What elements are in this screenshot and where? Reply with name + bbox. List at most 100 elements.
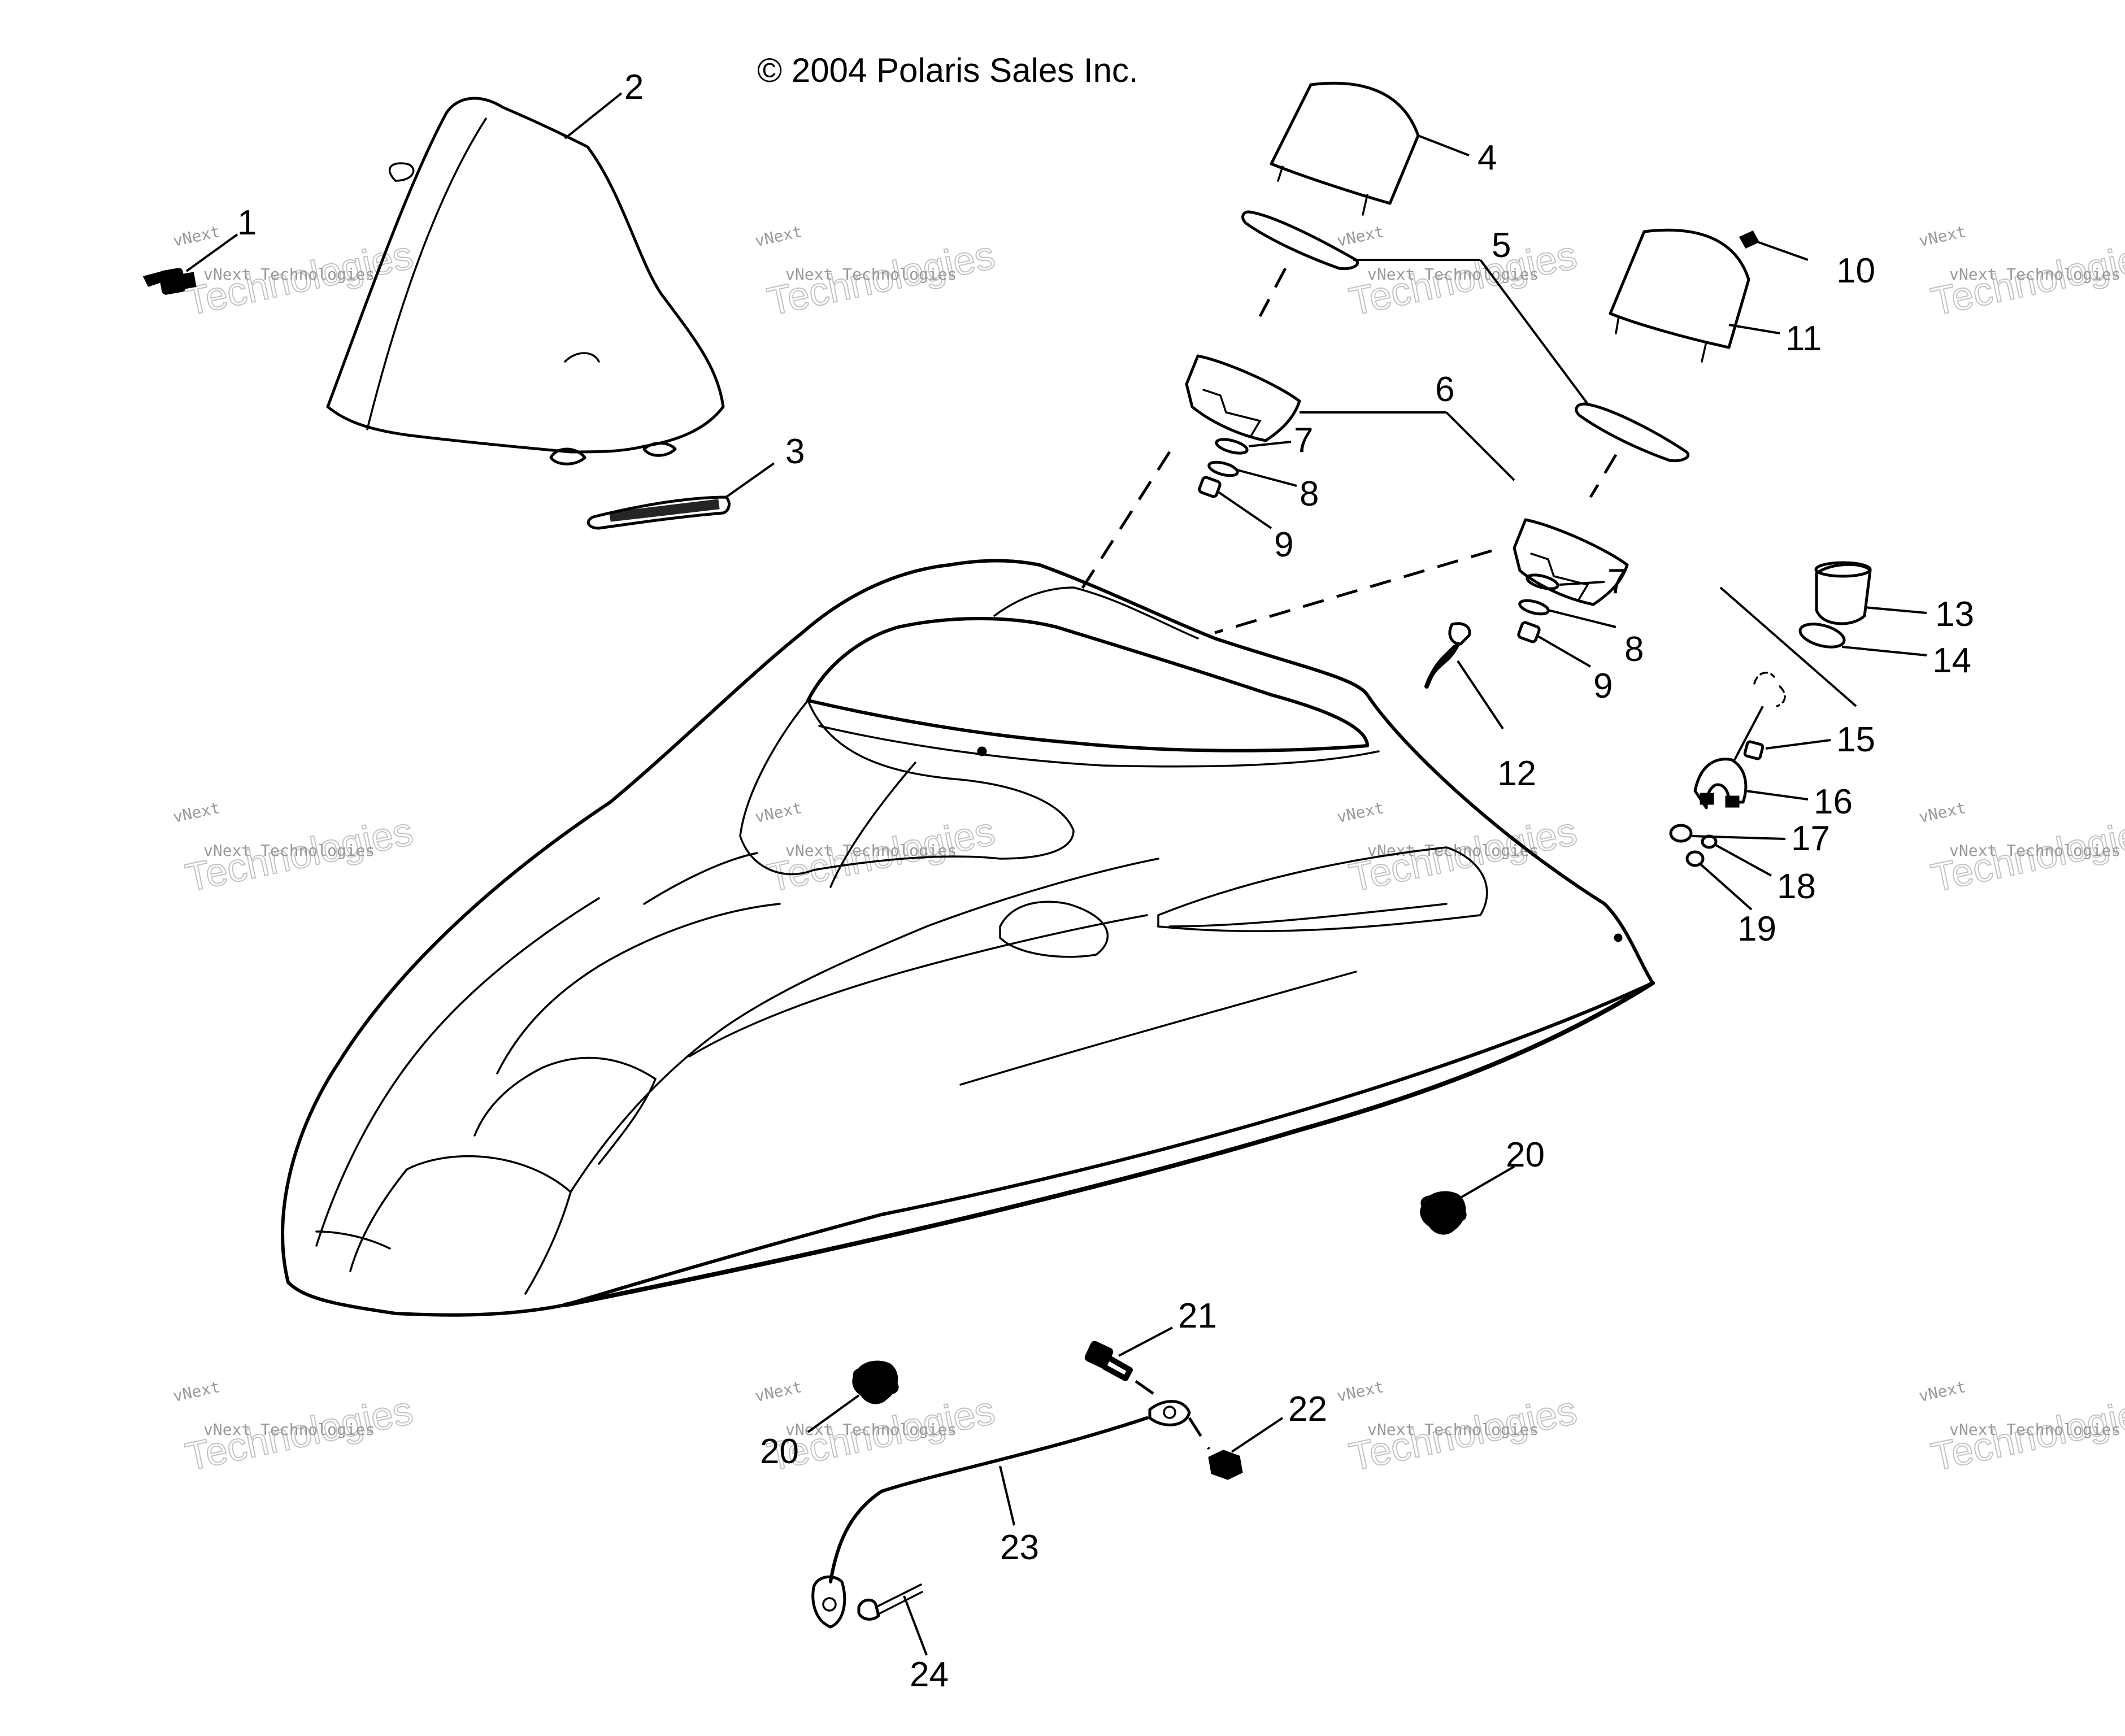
part-6-bezel-right bbox=[1513, 518, 1629, 606]
part-7-washer-right bbox=[1526, 573, 1605, 590]
part-12-cable bbox=[1424, 622, 1504, 730]
callout-20a: 20 bbox=[1506, 1135, 1545, 1174]
callout-7a: 7 bbox=[1294, 421, 1313, 460]
watermark-text: vNext bbox=[753, 798, 803, 826]
watermark-text: vNext bbox=[1335, 1377, 1385, 1406]
watermark-text: Technologies bbox=[763, 809, 998, 900]
part-9-nut-right bbox=[1214, 549, 1592, 668]
watermark-text: vNext Technologies bbox=[1949, 841, 2120, 860]
part-8-lockwasher-right bbox=[1518, 599, 1616, 628]
watermark-text: vNext bbox=[171, 222, 221, 250]
watermark-tile: vNext vNext Technologies Technologies bbox=[1335, 798, 1581, 900]
watermark-text: vNext bbox=[1917, 222, 1967, 250]
callout-6: 6 bbox=[1435, 370, 1454, 409]
part-19-nut bbox=[1685, 850, 1753, 911]
callout-16: 16 bbox=[1814, 782, 1853, 821]
callout-15: 15 bbox=[1836, 720, 1875, 759]
watermark-text: vNext bbox=[1335, 798, 1385, 826]
callout-8a: 8 bbox=[1300, 475, 1319, 514]
watermark-tile: vNext vNext Technologies Technologies bbox=[171, 222, 417, 324]
watermark-text: vNext Technologies bbox=[785, 265, 957, 284]
part-1-screw bbox=[142, 233, 238, 295]
watermark-tile: vNext vNext Technologies Technologies bbox=[753, 798, 999, 900]
watermark-tile: vNext vNext Technologies Technologies bbox=[1335, 222, 1581, 324]
part-11-gauge-cover-right bbox=[1609, 228, 1780, 363]
watermark-text: Technologies bbox=[1345, 233, 1580, 324]
watermark-tile: vNext vNext Technologies Technologies bbox=[1335, 1377, 1581, 1480]
watermark-text: vNext Technologies bbox=[1367, 265, 1539, 284]
watermark-tile: vNext vNext Technologies Technologies bbox=[171, 1377, 417, 1480]
part-20-clip-right bbox=[1420, 1165, 1515, 1235]
watermark-text: Technologies bbox=[1927, 1388, 2125, 1479]
part-5-gasket-left bbox=[1241, 210, 1359, 317]
callout-12: 12 bbox=[1497, 754, 1536, 793]
part-23-tether bbox=[811, 1400, 1191, 1629]
callout-9a: 9 bbox=[1274, 525, 1293, 564]
watermark-text: vNext bbox=[1917, 798, 1967, 826]
part-16-bracket bbox=[1693, 758, 1809, 810]
watermark-tile: vNext vNext Technologies Technologies bbox=[1917, 222, 2125, 324]
watermark-text: vNext Technologies bbox=[1949, 1420, 2120, 1439]
callout-20b: 20 bbox=[760, 1432, 799, 1471]
watermark-tile: vNext vNext Technologies Technologies bbox=[1917, 1377, 2125, 1480]
watermark-text: vNext Technologies bbox=[203, 265, 375, 284]
watermark-text: Technologies bbox=[1345, 1388, 1580, 1479]
part-10-screw bbox=[1739, 230, 1809, 261]
callout-3: 3 bbox=[785, 432, 805, 471]
callout-9b: 9 bbox=[1593, 667, 1613, 706]
callout-labels: 1 2 3 4 5 6 7 8 9 10 11 7 8 9 12 13 14 1… bbox=[237, 68, 1974, 1694]
callout-23: 23 bbox=[1000, 1528, 1039, 1567]
part-4-gauge-cover-left bbox=[1270, 81, 1470, 216]
part-7-washer-left bbox=[1215, 438, 1292, 455]
part-5-gasket-right bbox=[1353, 259, 1689, 498]
callout-2: 2 bbox=[624, 68, 644, 107]
watermark-text: vNext bbox=[171, 798, 221, 826]
part-17-washer bbox=[1669, 824, 1786, 843]
part-21-bolt bbox=[1084, 1326, 1173, 1403]
callout-13: 13 bbox=[1935, 595, 1974, 634]
watermark-text: vNext bbox=[753, 222, 803, 250]
watermark-text: Technologies bbox=[1927, 233, 2125, 324]
part-24-rivet bbox=[857, 1583, 928, 1656]
part-18-washer bbox=[1701, 834, 1772, 877]
callout-21: 21 bbox=[1178, 1296, 1217, 1335]
part-15-clip bbox=[1719, 586, 1857, 760]
watermark-text: vNext Technologies bbox=[203, 1420, 375, 1439]
part-3-strap bbox=[586, 462, 775, 530]
watermark-text: vNext Technologies bbox=[785, 1420, 957, 1439]
callout-8b: 8 bbox=[1624, 630, 1644, 669]
watermark-layer: vNext vNext Technologies Technologies vN… bbox=[171, 222, 2125, 1480]
part-22-nut bbox=[1188, 1417, 1284, 1480]
watermark-text: Technologies bbox=[181, 1388, 416, 1479]
callout-4: 4 bbox=[1477, 138, 1497, 177]
callout-7b: 7 bbox=[1607, 562, 1627, 601]
watermark-text: vNext bbox=[753, 1377, 803, 1406]
watermark-tile: vNext vNext Technologies Technologies bbox=[171, 798, 417, 900]
watermark-tile: vNext vNext Technologies Technologies bbox=[753, 222, 999, 324]
watermark-text: Technologies bbox=[181, 809, 416, 900]
part-14-ring bbox=[1798, 623, 1927, 656]
watermark-text: vNext Technologies bbox=[1367, 1420, 1539, 1439]
watermark-text: Technologies bbox=[763, 233, 998, 324]
callout-22: 22 bbox=[1288, 1390, 1327, 1429]
callout-18: 18 bbox=[1777, 867, 1816, 906]
watermark-text: Technologies bbox=[1927, 809, 2125, 900]
hood-assembly bbox=[281, 559, 1655, 1317]
watermark-text: vNext bbox=[1917, 1377, 1967, 1406]
callout-10: 10 bbox=[1836, 251, 1875, 290]
watermark-text: vNext Technologies bbox=[203, 841, 375, 860]
watermark-text: vNext bbox=[171, 1377, 221, 1406]
part-6-bezel-left bbox=[1185, 354, 1515, 481]
part-2-windshield bbox=[326, 92, 725, 465]
part-20-clip-left bbox=[807, 1360, 899, 1433]
part-8-lockwasher-left bbox=[1207, 460, 1297, 487]
callout-24: 24 bbox=[910, 1655, 949, 1694]
callout-11: 11 bbox=[1785, 319, 1822, 358]
callout-17: 17 bbox=[1791, 819, 1830, 858]
callout-5: 5 bbox=[1492, 226, 1511, 265]
copyright-text: © 2004 Polaris Sales Inc. bbox=[757, 51, 1138, 89]
callout-19: 19 bbox=[1737, 910, 1776, 949]
watermark-tile: vNext vNext Technologies Technologies bbox=[1917, 798, 2125, 900]
watermark-text: vNext Technologies bbox=[1949, 265, 2120, 284]
